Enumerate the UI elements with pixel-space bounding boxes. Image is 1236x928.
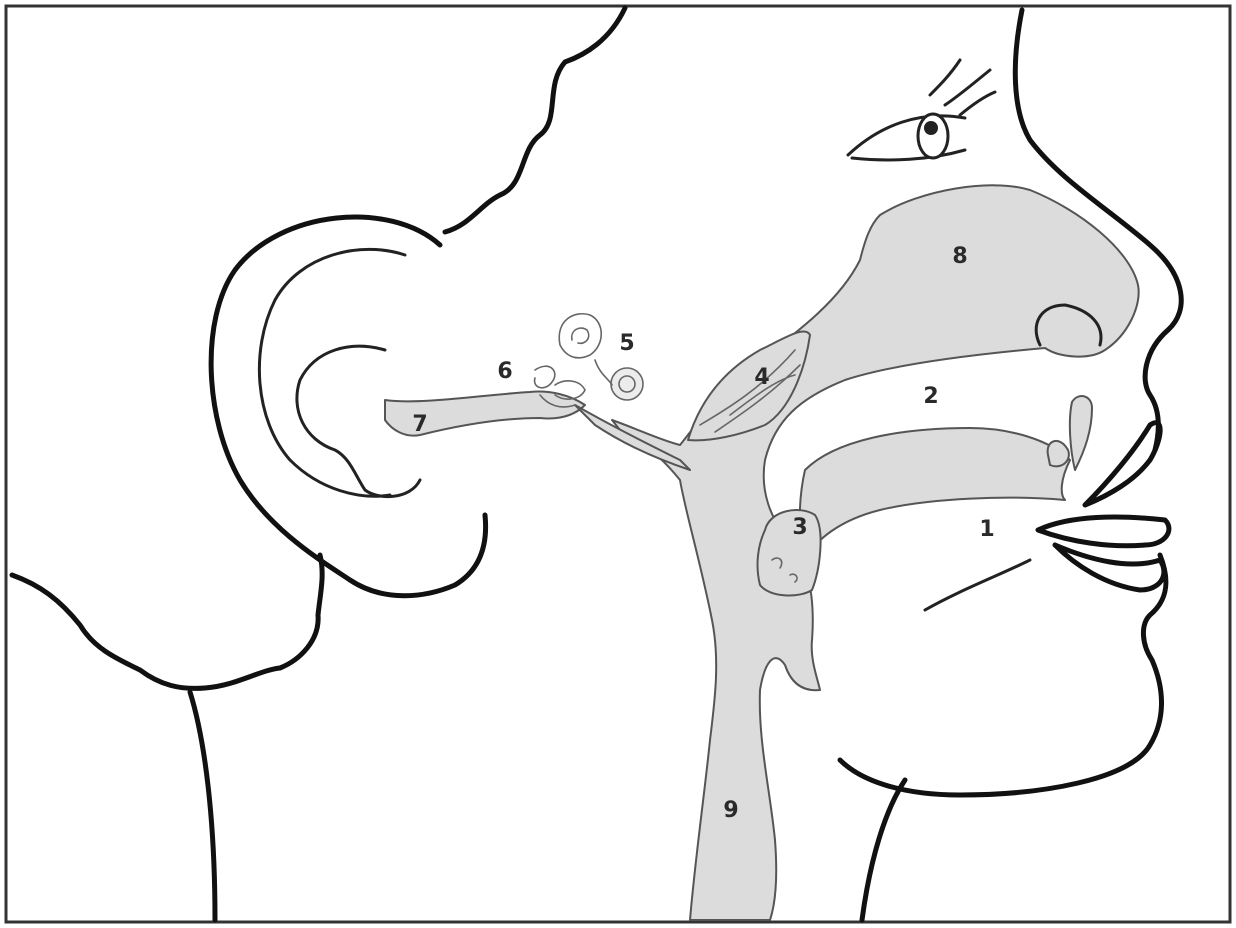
label-middle-ear: 6	[497, 359, 512, 384]
label-adenoid: 4	[754, 365, 769, 390]
label-throat: 9	[723, 798, 738, 823]
tonsil-region	[758, 510, 821, 595]
label-mouth: 1	[979, 517, 994, 542]
label-nasal-passage: 2	[923, 384, 938, 409]
label-tonsil: 3	[792, 515, 807, 540]
label-ear-canal: 7	[412, 412, 427, 437]
label-nasal-cavity: 8	[952, 244, 967, 269]
label-inner-ear: 5	[619, 331, 634, 356]
